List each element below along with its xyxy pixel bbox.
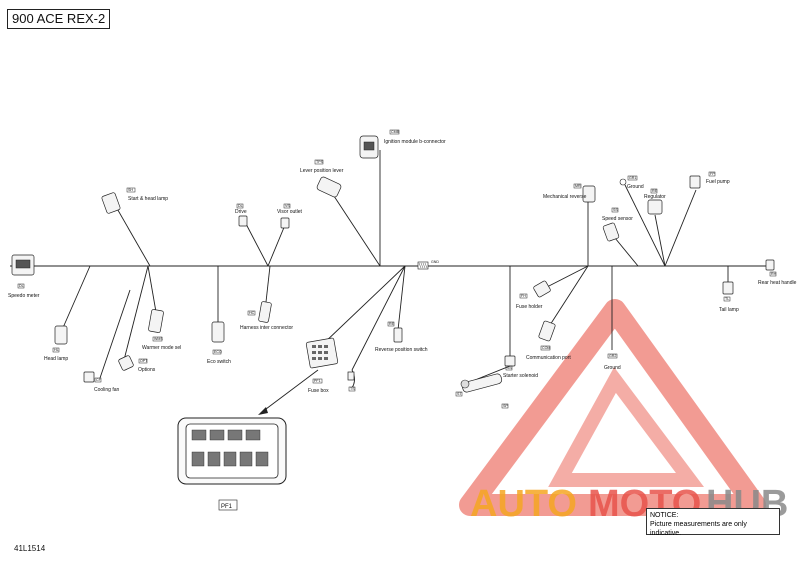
watermark-logo: AUTO MOTO HUB <box>459 299 788 525</box>
regulator-label: Regulator <box>644 194 666 200</box>
ground-bottom: GR2 Ground <box>604 353 621 371</box>
mechanical-rev-label: Mechanical reverse <box>543 194 587 200</box>
svg-text:TS: TS <box>350 387 355 391</box>
tail-lamp-connector: TL Tail lamp <box>719 281 739 313</box>
mechanical-reverse-connector: MR Mechanical reverse <box>543 183 596 203</box>
speed-sensor-connector: SS Speed sensor <box>602 207 633 242</box>
comm-port-label: Communication port <box>526 355 571 361</box>
eco-switch-connector: ECO Eco switch <box>207 321 231 365</box>
speedo-meter-connector: DL Speedo meter <box>8 254 40 299</box>
ground-top: GR1 Ground <box>619 175 644 190</box>
svg-text:GR1: GR1 <box>629 176 636 180</box>
svg-text:GR2: GR2 <box>609 354 616 358</box>
fuse-holder-label: Fuse holder <box>516 304 543 310</box>
reference-number: 41L1514 <box>14 544 46 553</box>
fuse-box-label: Fuse box <box>308 388 329 394</box>
drive-label: Drive <box>235 209 247 215</box>
reverse-pos-label: Reverse position switch <box>375 347 428 353</box>
rear-heat-handle-connector: RH Rear heat handle <box>758 259 797 286</box>
ground-bottom-label: Ground <box>604 365 621 371</box>
svg-text:OPT: OPT <box>140 359 148 363</box>
speedo-label: Speedo meter <box>8 293 40 299</box>
svg-text:TL: TL <box>725 297 729 301</box>
svg-text:RE: RE <box>389 322 395 326</box>
comm-port-connector: COM Communication port <box>526 320 571 361</box>
cooling-fan-label: Cooling fan <box>94 387 120 393</box>
fuse-holder-connector: FH Fuse holder <box>516 280 551 310</box>
splice-tag: GND <box>431 260 439 264</box>
notice-box: NOTICE: Picture measurements are only in… <box>646 508 780 537</box>
notice-text: Picture measurements are only indicative… <box>650 521 747 537</box>
svg-text:RE: RE <box>652 189 658 193</box>
ignition-module-connector: CMB Ignition module b-connector <box>359 129 446 159</box>
harness-inter-label: Harness inter connector <box>240 325 293 331</box>
head-lamp-label: Head lamp <box>44 356 68 362</box>
svg-text:CMB: CMB <box>391 130 400 134</box>
reverse-position-connector: RE Reverse position switch <box>375 321 428 353</box>
diagram-title: 900 ACE REX-2 <box>7 9 111 29</box>
svg-text:VS: VS <box>285 204 290 208</box>
ground-top-label: Ground <box>627 184 644 190</box>
options-connector: OPT Options <box>118 355 156 373</box>
regulator-connector: RE Regulator <box>644 188 666 215</box>
start-head-lamp-connector: SH Start & head lamp <box>101 187 168 214</box>
warmer-mode-connector: WMS Warmer mode sel <box>142 309 181 351</box>
fuse-box-detail: PF1 <box>177 417 287 511</box>
tail-lamp-label: Tail lamp <box>719 307 739 313</box>
svg-text:HL: HL <box>54 348 59 352</box>
svg-text:MR: MR <box>575 184 581 188</box>
svg-text:SS: SS <box>613 208 618 212</box>
svg-text:DL: DL <box>238 204 243 208</box>
ignition-label: Ignition module b-connector <box>384 139 446 145</box>
options-label: Options <box>138 367 156 373</box>
head-lamp-connector: HL Head lamp <box>44 325 68 362</box>
start-head-label: Start & head lamp <box>128 196 168 202</box>
svg-text:PF1: PF1 <box>314 379 321 383</box>
svg-text:FP: FP <box>710 172 715 176</box>
svg-text:SP: SP <box>503 404 508 408</box>
eco-label: Eco switch <box>207 359 231 365</box>
warmer-label: Warmer mode sel <box>142 345 181 351</box>
ts-connector: TS <box>347 369 356 392</box>
speed-sensor-label: Speed sensor <box>602 216 633 222</box>
harness-splice <box>417 261 429 270</box>
svg-text:WMS: WMS <box>154 337 163 341</box>
starter-label: Starter solenoid <box>503 373 538 379</box>
fuel-pump-connector: FP Fuel pump <box>689 171 730 189</box>
drive-connector: DL Drive <box>235 203 248 227</box>
svg-text:CF: CF <box>96 378 102 382</box>
svg-text:SH: SH <box>128 188 133 192</box>
notice-heading: NOTICE: <box>650 512 679 519</box>
fuse-box-detail-tag: PF1 <box>221 504 233 510</box>
starter-solenoid: SS Starter solenoid ST SP <box>455 355 538 409</box>
svg-text:FH: FH <box>521 294 526 298</box>
watermark-text-auto: AUTO <box>470 483 577 525</box>
fuse-box: PF1 Fuse box <box>305 337 339 394</box>
svg-text:TPS: TPS <box>316 160 324 164</box>
svg-text:COM: COM <box>542 346 550 350</box>
svg-text:DL: DL <box>19 284 24 288</box>
svg-text:HC: HC <box>249 311 255 315</box>
svg-text:ST: ST <box>457 392 462 396</box>
rear-heat-label: Rear heat handle <box>758 280 797 286</box>
lever-position-connector: TPS Lever position lever <box>300 159 344 198</box>
fuel-pump-label: Fuel pump <box>706 179 730 185</box>
svg-text:RH: RH <box>771 272 777 276</box>
lever-label: Lever position lever <box>300 168 344 174</box>
cooling-fan-connector: CF Cooling fan <box>83 371 120 393</box>
visor-outlet-connector: VS Visor outlet <box>277 203 303 229</box>
visor-label: Visor outlet <box>277 209 303 215</box>
svg-text:ECO: ECO <box>214 350 222 354</box>
harness-inter-connector: HC Harness inter connector <box>240 301 293 331</box>
svg-text:SS: SS <box>507 366 512 370</box>
